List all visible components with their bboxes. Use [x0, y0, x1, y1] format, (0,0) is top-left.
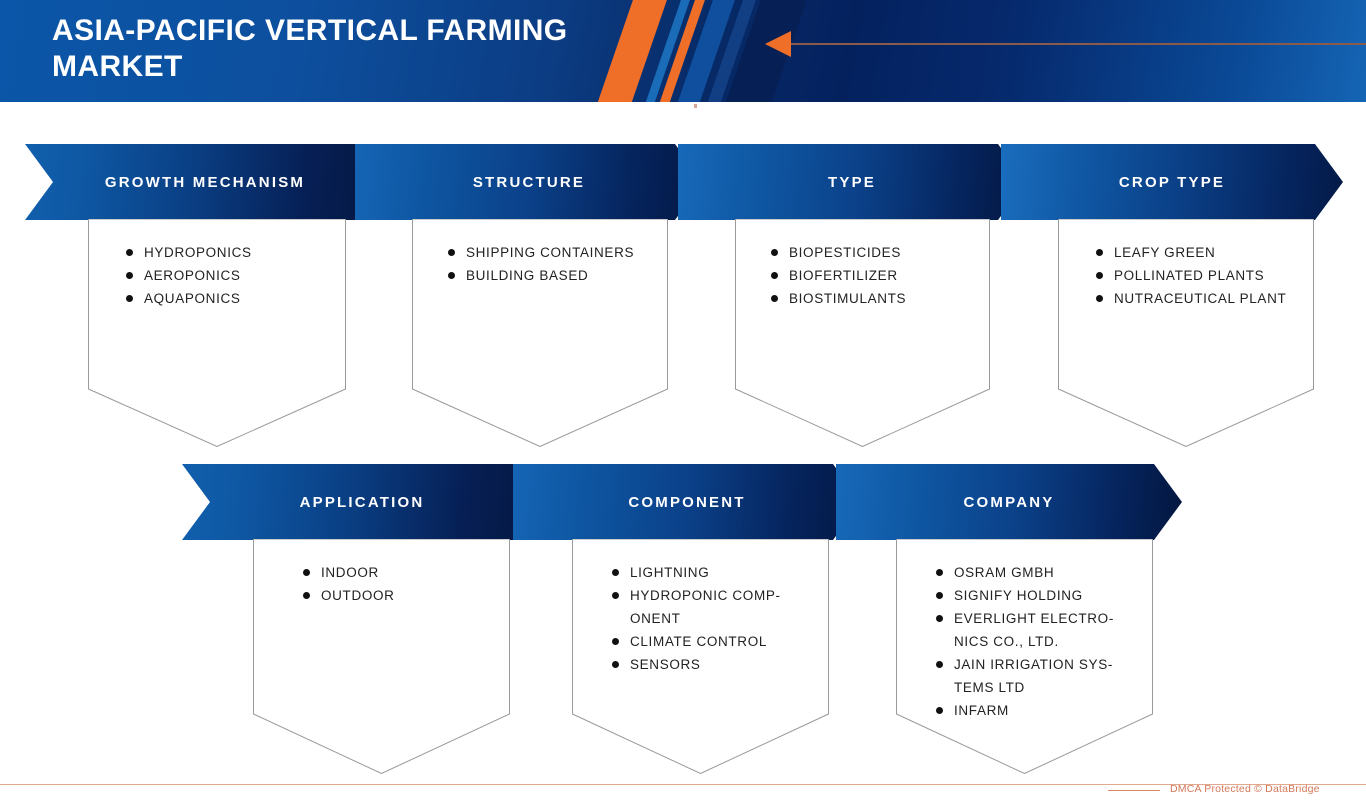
list-item: SIGNIFY HOLDING: [934, 584, 1153, 607]
chevron-company[interactable]: COMPANY: [836, 464, 1182, 540]
chevron-label: TYPE: [828, 173, 876, 191]
panel-crop-type: LEAFY GREEN POLLINATED PLANTS NUTRACEUTI…: [1058, 219, 1314, 447]
list-item: CLIMATE CONTROL: [610, 630, 829, 653]
list-type: BIOPESTICIDES BIOFERTILIZER BIOSTIMULANT…: [735, 219, 990, 310]
panel-company: OSRAM GMBH SIGNIFY HOLDING EVERLIGHT ELE…: [896, 539, 1153, 774]
list-item: INFARM: [934, 699, 1153, 722]
list-item: EVERLIGHT ELECTRO- NICS CO., LTD.: [934, 607, 1153, 653]
chevron-label: COMPANY: [963, 493, 1055, 511]
panel-type: BIOPESTICIDES BIOFERTILIZER BIOSTIMULANT…: [735, 219, 990, 447]
pentagon-outline: [253, 539, 510, 774]
list-item: AQUAPONICS: [124, 287, 346, 310]
list-item: BIOSTIMULANTS: [769, 287, 990, 310]
list-item: BIOPESTICIDES: [769, 241, 990, 264]
list-item: SHIPPING CONTAINERS: [446, 241, 668, 264]
list-item: SENSORS: [610, 653, 829, 676]
chevron-component[interactable]: COMPONENT: [513, 464, 861, 540]
decorative-speck: [694, 104, 697, 108]
list-structure: SHIPPING CONTAINERS BUILDING BASED: [412, 219, 668, 287]
left-arrow-icon: [765, 31, 791, 57]
panel-application: INDOOR OUTDOOR: [253, 539, 510, 774]
footer-accent-line: [1108, 790, 1160, 791]
chevron-label: GROWTH MECHANISM: [104, 173, 306, 191]
list-item: JAIN IRRIGATION SYS- TEMS LTD: [934, 653, 1153, 699]
list-item: POLLINATED PLANTS: [1094, 264, 1314, 287]
pentagon-outline: [412, 219, 668, 447]
list-item: HYDROPONIC COMP- ONENT: [610, 584, 829, 630]
list-crop-type: LEAFY GREEN POLLINATED PLANTS NUTRACEUTI…: [1058, 219, 1314, 310]
pentagon-outline: [88, 219, 346, 447]
page-title: ASIA-PACIFIC VERTICAL FARMING MARKET: [52, 14, 568, 83]
list-item: NUTRACEUTICAL PLANT: [1094, 287, 1314, 310]
list-company: OSRAM GMBH SIGNIFY HOLDING EVERLIGHT ELE…: [896, 539, 1153, 722]
footer-divider: [0, 784, 1366, 785]
panel-component: LIGHTNING HYDROPONIC COMP- ONENT CLIMATE…: [572, 539, 829, 774]
list-item: AEROPONICS: [124, 264, 346, 287]
list-item: BUILDING BASED: [446, 264, 668, 287]
list-item: LEAFY GREEN: [1094, 241, 1314, 264]
footer-copyright: DMCA Protected © DataBridge: [1170, 783, 1320, 795]
arrow-line: [790, 43, 1366, 45]
list-application: INDOOR OUTDOOR: [253, 539, 510, 607]
list-item: HYDROPONICS: [124, 241, 346, 264]
pentagon-outline: [735, 219, 990, 447]
panel-growth-mechanism: HYDROPONICS AEROPONICS AQUAPONICS: [88, 219, 346, 447]
chevron-structure[interactable]: STRUCTURE: [355, 144, 703, 220]
list-item: LIGHTNING: [610, 561, 829, 584]
chevron-growth-mechanism[interactable]: GROWTH MECHANISM: [25, 144, 385, 220]
chevron-type[interactable]: TYPE: [678, 144, 1026, 220]
header-banner: ASIA-PACIFIC VERTICAL FARMING MARKET: [0, 0, 1366, 102]
chevron-application[interactable]: APPLICATION: [182, 464, 542, 540]
list-component: LIGHTNING HYDROPONIC COMP- ONENT CLIMATE…: [572, 539, 829, 676]
chevron-label: CROP TYPE: [1118, 173, 1226, 191]
panel-structure: SHIPPING CONTAINERS BUILDING BASED: [412, 219, 668, 447]
list-item: BIOFERTILIZER: [769, 264, 990, 287]
pentagon-outline: [1058, 219, 1314, 447]
list-item: INDOOR: [301, 561, 510, 584]
list-item: OSRAM GMBH: [934, 561, 1153, 584]
chevron-label: STRUCTURE: [472, 173, 586, 191]
list-growth-mechanism: HYDROPONICS AEROPONICS AQUAPONICS: [88, 219, 346, 310]
chevron-label: COMPONENT: [628, 493, 746, 511]
pentagon-outline: [572, 539, 829, 774]
list-item: OUTDOOR: [301, 584, 510, 607]
chevron-crop-type[interactable]: CROP TYPE: [1001, 144, 1343, 220]
pentagon-outline: [896, 539, 1153, 774]
chevron-label: APPLICATION: [299, 493, 425, 511]
